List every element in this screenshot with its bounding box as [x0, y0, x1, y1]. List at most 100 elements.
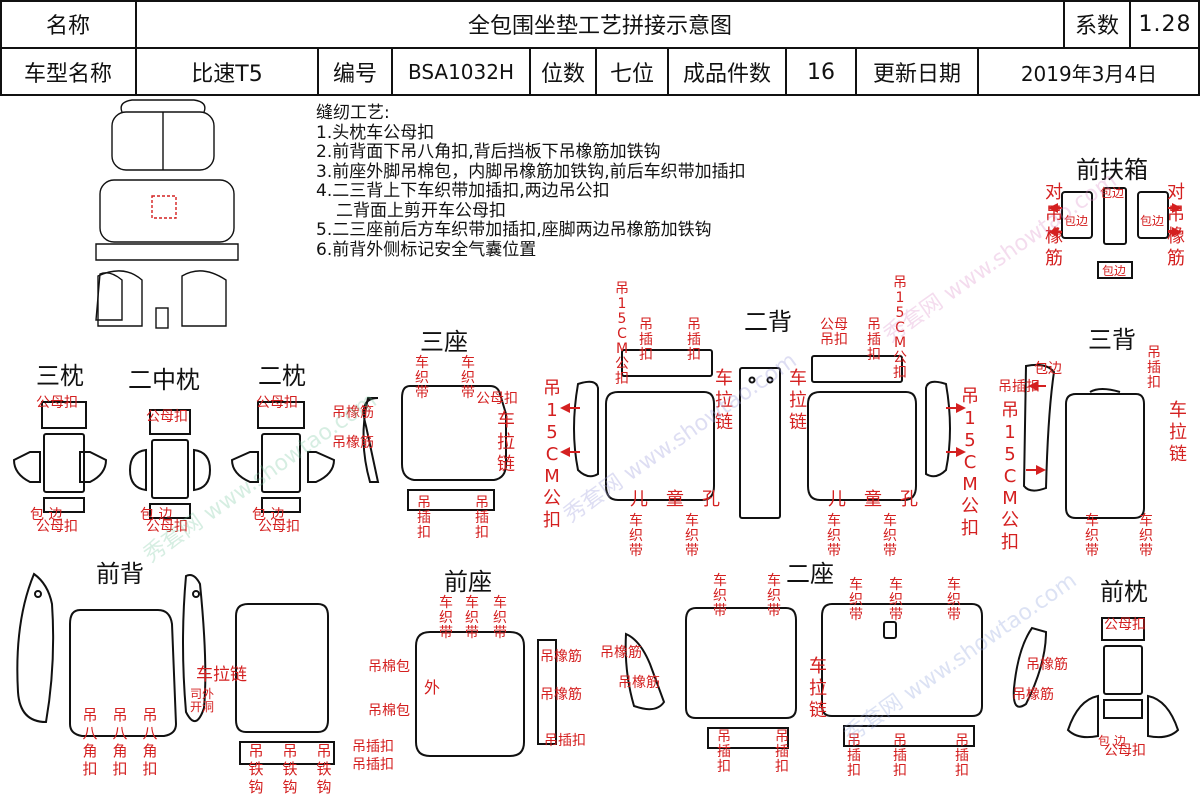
front-pillow-pieces [1066, 617, 1180, 739]
craft-title: 缝纫工艺: [316, 103, 390, 123]
section-third-back: 三背 [1088, 326, 1136, 354]
note-car-strap: 车织带 [827, 513, 841, 559]
section-third-seat: 三座 [420, 328, 468, 356]
note-hook-cotton: 吊棉包 [368, 703, 410, 719]
section-front-pillow: 前枕 [1100, 578, 1148, 606]
note-hook-iron: 吊铁钩 [248, 742, 264, 796]
note-hook-buckle: 吊插扣 [955, 733, 969, 779]
note-hook-octagon: 吊八角扣 [142, 706, 158, 778]
note-male-female: 公母扣 [1104, 743, 1146, 759]
note-hook-buckle: 吊插扣 [867, 317, 881, 363]
section-third-pillow: 三枕 [36, 362, 84, 390]
note-male-female-hook: 公母吊扣 [820, 317, 848, 348]
front-back-pieces [16, 572, 335, 765]
note-piping: 包 边 [252, 507, 285, 523]
note-hook-iron: 吊铁钩 [316, 742, 332, 796]
note-hook-15cm: 吊15CM公扣 [615, 281, 629, 387]
note-car-zipper: 车拉链 [1169, 400, 1187, 465]
note-hook-15cm-third: 吊15CM公扣 [1001, 400, 1019, 553]
note-car-zipper: 车拉链 [809, 656, 827, 721]
note-car-strap: 车织带 [465, 595, 479, 641]
note-car-strap: 车织带 [889, 577, 903, 623]
note-front-zipper: 车拉链 [196, 665, 247, 685]
note-hook-rubber: 吊橡筋 [1026, 657, 1068, 673]
pillow-pieces [12, 401, 336, 519]
note-piping: 包边 [1064, 214, 1089, 228]
section-second-pillow: 二枕 [258, 362, 306, 390]
seat-overview-illustration [95, 99, 239, 329]
note-child-hole: 儿童孔 [828, 489, 936, 510]
note-hook-buckle: 吊插扣 [352, 757, 394, 773]
note-car-strap: 车织带 [1139, 513, 1153, 559]
note-child-hole: 儿童孔 [630, 489, 738, 510]
note-hook-15cm: 吊15CM公扣 [893, 275, 907, 381]
note-hook-cotton: 吊棉包 [368, 659, 410, 675]
model-value: 比速T5 [191, 62, 263, 87]
craft-line: 3.前座外脚吊棉包，内脚吊橡筋加铁钩,前后车织带加插扣 [316, 161, 746, 182]
note-car-strap: 车织带 [1085, 513, 1099, 559]
seats-value: 七位 [609, 62, 654, 87]
note-car-strap: 车织带 [947, 577, 961, 623]
note-male-female: 公母扣 [256, 395, 298, 411]
section-front-box: 前扶箱 [1076, 156, 1148, 184]
note-hook-buckle: 吊插扣 [847, 733, 861, 779]
coeff-label: 系数 [1074, 14, 1119, 39]
third-back-pieces [1022, 363, 1145, 519]
note-car-strap: 车织带 [767, 573, 781, 619]
front-box-pieces [1061, 187, 1169, 279]
craft-line: 1.头枕车公母扣 [316, 122, 435, 143]
note-hook-rubber: 吊橡筋 [1012, 687, 1054, 703]
note-car-strap: 车织带 [493, 595, 507, 641]
craft-instructions: 缝纫工艺: 1.头枕车公母扣 2.前背面下吊八角扣,背后挡板下吊橡筋加铁钩 3.… [316, 103, 746, 260]
note-male-female: 公母扣 [258, 519, 300, 535]
note-car-strap: 车织带 [629, 513, 643, 559]
note-car-zipper: 车拉链 [789, 368, 807, 433]
section-second-back: 二背 [744, 308, 792, 336]
name-label: 名称 [45, 14, 90, 39]
note-hook-buckle: 吊插扣 [893, 733, 907, 779]
note-hook-buckle: 吊插扣 [717, 729, 731, 775]
note-piping: 包 边 [1098, 734, 1126, 748]
craft-line: 2.前背面下吊八角扣,背后挡板下吊橡筋加铁钩 [316, 142, 661, 162]
note-male-female: 公母扣 [1104, 617, 1146, 633]
date-value: 2019年3月4日 [1020, 61, 1158, 86]
note-hook-rubber: 吊橡筋 [540, 687, 582, 703]
pieces-label: 成品件数 [682, 62, 771, 87]
note-hook-buckle: 吊插扣 [687, 317, 701, 363]
note-male-female: 公母扣 [36, 519, 78, 535]
note-hook-rubber: 吊橡筋 [332, 405, 374, 421]
note-airbag-hole: 司外开洞 [190, 687, 215, 714]
note-hook-rubber: 吊橡筋 [618, 675, 660, 691]
note-hook-rubber: 吊橡筋 [600, 645, 642, 661]
note-car-strap: 车织带 [849, 577, 863, 623]
note-piping: 包 边 [140, 507, 173, 523]
section-second-seat: 二座 [786, 560, 834, 588]
header-table-lines [0, 0, 1200, 96]
note-hook-buckle: 吊插扣 [1147, 345, 1161, 391]
note-car-strap: 车织带 [713, 573, 727, 619]
note-piping: 包边 [1140, 214, 1165, 228]
note-hook-15cm-left: 吊15CM公扣 [543, 378, 561, 531]
note-car-strap: 车织带 [883, 513, 897, 559]
note-male-female: 公母扣 [146, 409, 188, 425]
section-second-mid-pillow: 二中枕 [128, 366, 200, 394]
section-front-back: 前背 [96, 560, 144, 588]
craft-line: 6.前背外侧标记安全气囊位置 [316, 239, 537, 260]
note-piping: 包边 [1100, 186, 1125, 200]
note-car-strap: 车织带 [415, 355, 429, 401]
note-piping: 包 边 [30, 507, 63, 523]
note-hook-buckle: 吊插扣 [639, 317, 653, 363]
page-title: 全包围坐垫工艺拼接示意图 [467, 14, 732, 39]
craft-line: 4.二三背上下车织带加插扣,两边吊公扣 [316, 181, 610, 201]
note-hook-buckle: 吊插扣 [475, 495, 489, 541]
note-male-female: 公母扣 [36, 395, 78, 411]
note-hook-iron: 吊铁钩 [282, 742, 298, 796]
note-hook-buckle: 吊插扣 [775, 729, 789, 775]
second-back-pieces [573, 349, 951, 519]
note-car-strap: 车织带 [461, 355, 475, 401]
note-car-strap: 车织带 [685, 513, 699, 559]
note-hook-octagon: 吊八角扣 [112, 706, 128, 778]
note-hook-rubber: 吊橡筋 [332, 435, 374, 451]
